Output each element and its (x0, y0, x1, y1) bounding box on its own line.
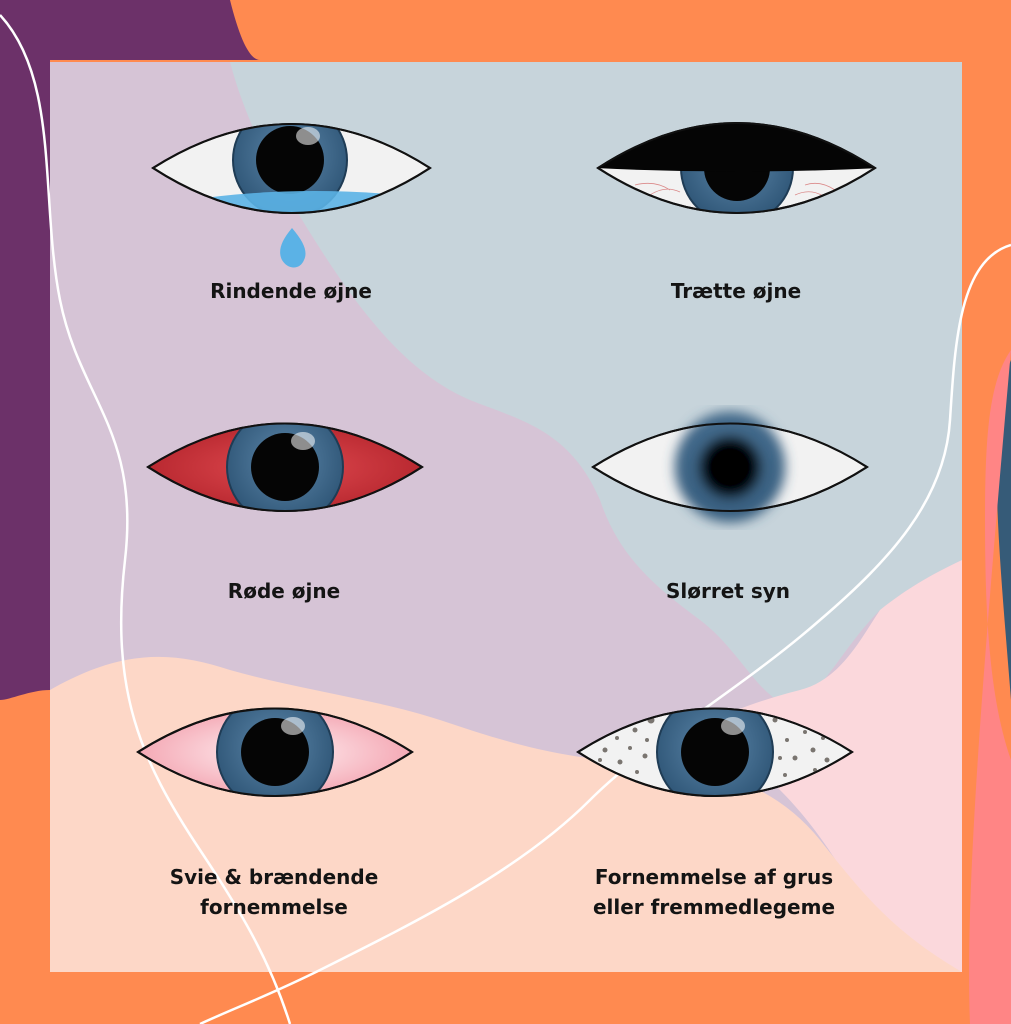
label-line: Røde øjne (227, 579, 341, 603)
label-line: Slørret syn (666, 579, 790, 603)
label-burning-sensation: Svie & brændende fornemmelse (114, 862, 434, 922)
bg-salmon (969, 350, 1011, 1024)
white-curve-left (0, 14, 292, 1024)
label-line: Rindende øjne (210, 279, 372, 303)
label-line: fornemmelse (200, 895, 348, 919)
label-gritty-sensation: Fornemmelse af grus eller fremmedlegeme (554, 862, 874, 922)
label-line: Trætte øjne (670, 279, 802, 303)
label-line: eller fremmedlegeme (592, 895, 836, 919)
teary-eye-icon (151, 123, 432, 268)
blurred-eye-icon (591, 412, 869, 522)
droopy-eyelid-icon (596, 122, 877, 214)
label-watery-eyes: Rindende øjne (131, 276, 451, 306)
panel-bluegrey (230, 62, 962, 705)
label-red-eyes: Røde øjne (124, 576, 444, 606)
red-eye-icon (146, 422, 424, 512)
bg-purple (0, 0, 230, 700)
label-blurry-vision: Slørret syn (568, 576, 888, 606)
label-line: Fornemmelse af grus (594, 865, 834, 889)
burning-eye-icon (136, 707, 414, 797)
label-line: Svie & brændende (169, 865, 379, 889)
gritty-eye-icon (576, 707, 854, 797)
label-tired-eyes: Trætte øjne (576, 276, 896, 306)
